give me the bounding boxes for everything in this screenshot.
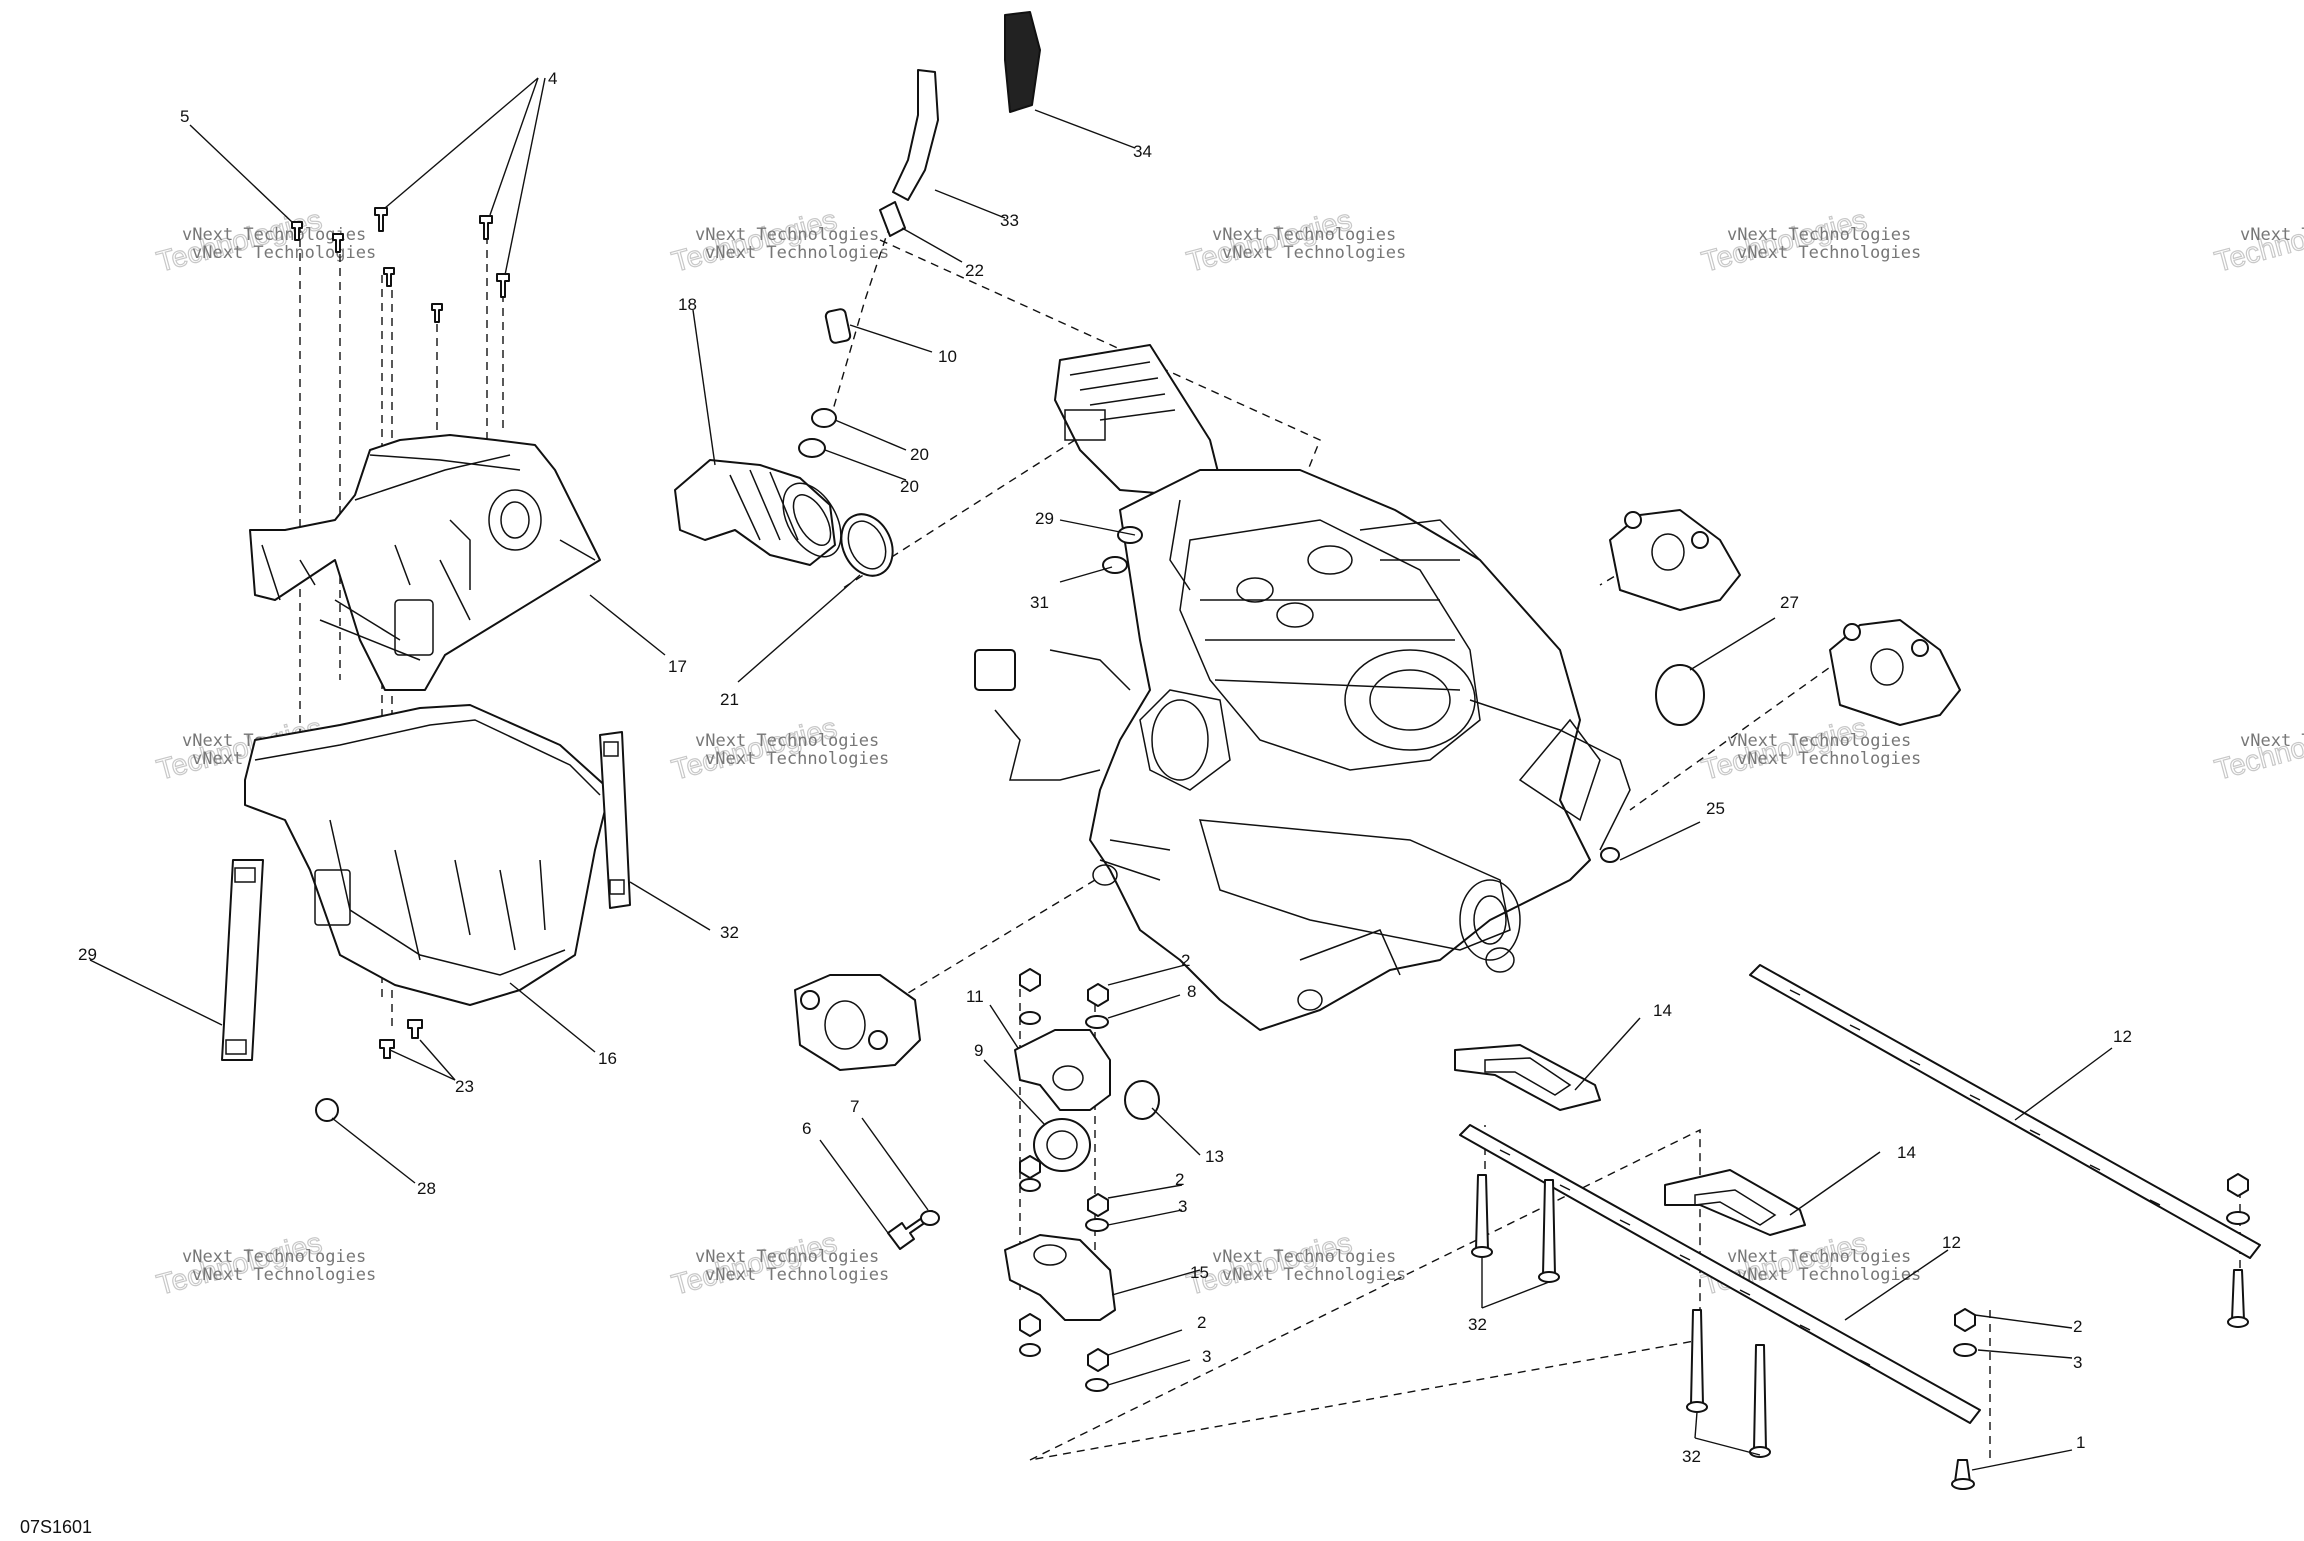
callout-3b: 3 (1202, 1347, 1211, 1366)
mount-bracket-upper (1014, 1029, 1111, 1111)
svg-text:vNext Technologies: vNext Technologies (2240, 225, 2304, 245)
callout-6: 6 (802, 1119, 811, 1138)
mount-bushing (1033, 1118, 1091, 1172)
hose-clamp (840, 513, 894, 577)
callout-13: 13 (1205, 1147, 1224, 1166)
callout-17: 17 (668, 657, 687, 676)
svg-text:vNext Technologies: vNext Technologies (1737, 749, 1921, 769)
engine-mount-upper (1609, 509, 1741, 611)
svg-text:vNext Technologies: vNext Technologies (695, 1247, 879, 1267)
svg-text:vNext Technologies: vNext Technologies (192, 1265, 376, 1285)
svg-text:vNext Technologies: vNext Technologies (1212, 1247, 1396, 1267)
bolt-and-washer (887, 1210, 940, 1250)
mount-ring (1124, 1080, 1160, 1120)
retaining-strap-right (599, 731, 631, 909)
callout-10: 10 (938, 347, 957, 366)
callout-24: 25 (1706, 799, 1725, 818)
callout-14a: 14 (1653, 1001, 1672, 1020)
intake-adaptor (674, 459, 842, 566)
callout-18: 18 (678, 295, 697, 314)
callout-9: 9 (974, 1041, 983, 1060)
svg-text:vNext Technologies: vNext Technologies (192, 243, 376, 263)
callout-33: 33 (1000, 211, 1019, 230)
callout-29a: 29 (1035, 509, 1054, 528)
cable-clip (1600, 847, 1620, 863)
mounting-rail-lower (1459, 1124, 1981, 1424)
callout-7: 7 (850, 1097, 859, 1116)
rail-bolt (1951, 1459, 1975, 1490)
svg-text:vNext Technologies: vNext Technologies (182, 225, 366, 245)
callout-11: 11 (966, 987, 984, 1006)
svg-text:vNext Technologies: vNext Technologies (695, 731, 879, 751)
callout-14b: 14 (1897, 1143, 1916, 1162)
callout-20a: 20 (910, 445, 929, 464)
callout-4: 4 (548, 69, 557, 88)
callout-3a: 3 (1178, 1197, 1187, 1216)
callout-5: 5 (180, 107, 189, 126)
callout-15: 15 (1190, 1263, 1209, 1282)
callout-labels: 4 5 34 33 22 18 10 20 20 21 17 29 31 27 … (78, 69, 2132, 1466)
callout-21: 21 (720, 690, 739, 709)
wiring-harness (974, 499, 1631, 851)
svg-text:vNext Technologies: vNext Technologies (1727, 731, 1911, 751)
rail-bolts (1471, 1174, 2249, 1458)
callout-12b: 12 (1942, 1233, 1961, 1252)
breather-hose (1004, 11, 1041, 113)
svg-text:vNext Technologies: vNext Technologies (1222, 243, 1406, 263)
mounting-rail-upper (1749, 964, 2261, 1259)
callout-2d: 2 (2073, 1317, 2082, 1336)
retaining-strap-left (221, 859, 264, 1061)
svg-text:vNext Technologies: vNext Technologies (2240, 731, 2304, 751)
callout-2b: 2 (1175, 1170, 1184, 1189)
band-clamp (1655, 664, 1705, 726)
engine-assembly (1089, 469, 1601, 1031)
callout-2a: 2 (1181, 951, 1190, 970)
airbox-screws (291, 207, 510, 323)
airbox-housing (244, 704, 611, 1006)
svg-text:vNext Technologies: vNext Technologies (1737, 1265, 1921, 1285)
callout-3c: 3 (2073, 1353, 2082, 1372)
svg-text:vNext Technologies: vNext Technologies (1212, 225, 1396, 245)
svg-text:vNext Technologies: vNext Technologies (1727, 1247, 1911, 1267)
callout-32b: 32 (1682, 1447, 1701, 1466)
callout-25: 27 (1780, 593, 1799, 612)
leader-lines (89, 77, 2113, 1471)
callout-27: 28 (417, 1179, 436, 1198)
callout-23: 23 (455, 1077, 474, 1096)
harness-clips (1102, 526, 1143, 574)
callout-32a: 32 (1468, 1315, 1487, 1334)
engine-mount-right (1829, 619, 1961, 726)
callout-28: 29 (78, 945, 97, 964)
callout-34: 34 (1133, 142, 1152, 161)
vent-tube (879, 69, 939, 237)
callout-1: 1 (2076, 1433, 2085, 1452)
callout-2c: 2 (1197, 1313, 1206, 1332)
callout-31: 32 (720, 923, 739, 942)
svg-text:vNext Technologies: vNext Technologies (705, 243, 889, 263)
svg-text:vNext Technologies: vNext Technologies (705, 749, 889, 769)
callout-12a: 12 (2113, 1027, 2132, 1046)
mount-bracket-lower (1004, 1234, 1116, 1321)
callout-20b: 20 (900, 477, 919, 496)
vent-fittings (798, 308, 852, 458)
callout-8: 8 (1187, 982, 1196, 1001)
svg-text:vNext Technologies: vNext Technologies (182, 1247, 366, 1267)
airbox-studs (379, 1019, 423, 1059)
engine-mount-front (794, 974, 921, 1071)
svg-text:vNext Technologies: vNext Technologies (1222, 1265, 1406, 1285)
shim-plate-upper (1454, 1044, 1601, 1111)
airbox-cover (249, 434, 601, 691)
svg-text:vNext Technologies: vNext Technologies (705, 1265, 889, 1285)
svg-text:vNext Technologies: vNext Technologies (1737, 243, 1921, 263)
shim-plate-lower (1664, 1169, 1806, 1236)
callout-16: 16 (598, 1049, 617, 1068)
drain-plug (315, 1098, 339, 1122)
svg-text:vNext Technologies: vNext Technologies (695, 225, 879, 245)
svg-text:vNext Technologies: vNext Technologies (1727, 225, 1911, 245)
diagram-code: 07S1601 (20, 1517, 92, 1536)
callout-29b: 31 (1030, 593, 1049, 612)
callout-22: 22 (965, 261, 984, 280)
